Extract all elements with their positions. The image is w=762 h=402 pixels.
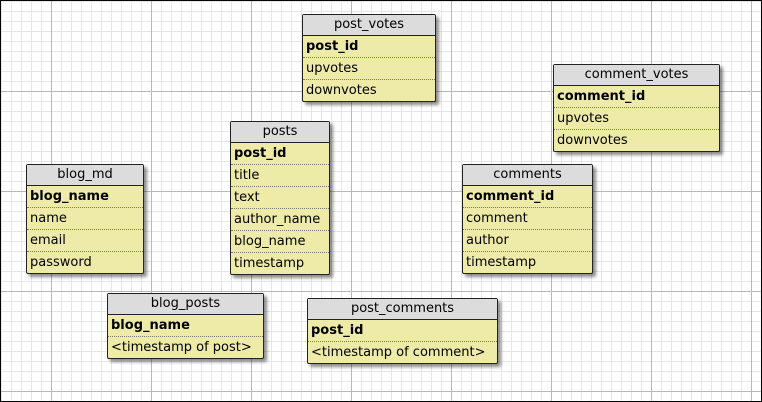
table-posts[interactable]: posts post_id title text author_name blo… xyxy=(230,121,330,275)
primary-key-field: blog_name xyxy=(108,315,263,337)
table-field: title xyxy=(231,165,329,187)
primary-key-field: comment_id xyxy=(463,186,592,208)
table-field: downvotes xyxy=(306,83,377,98)
table-post-comments[interactable]: post_comments post_id <timestamp of comm… xyxy=(307,298,498,364)
table-field: comment xyxy=(463,208,592,230)
table-blog-md[interactable]: blog_md blog_name name email password xyxy=(26,164,144,274)
table-field: downvotes xyxy=(557,133,628,148)
primary-key-field: post_id xyxy=(303,36,435,58)
table-title: comment_votes xyxy=(554,65,719,86)
table-field: password xyxy=(30,255,92,270)
table-title: blog_md xyxy=(27,165,143,186)
table-blog-posts[interactable]: blog_posts blog_name <timestamp of post> xyxy=(107,293,264,359)
table-title: post_votes xyxy=(303,15,435,36)
table-field: author_name xyxy=(231,209,329,231)
table-field: name xyxy=(27,208,143,230)
table-post-votes[interactable]: post_votes post_id upvotes downvotes xyxy=(302,14,436,102)
primary-key-field: comment_id xyxy=(554,86,719,108)
table-field: <timestamp of comment> xyxy=(311,345,486,360)
table-field: timestamp xyxy=(234,256,305,271)
table-title: posts xyxy=(231,122,329,143)
table-comment-votes[interactable]: comment_votes comment_id upvotes downvot… xyxy=(553,64,720,152)
table-field: timestamp xyxy=(466,255,537,270)
table-field: author xyxy=(463,230,592,252)
table-field: upvotes xyxy=(554,108,719,130)
table-field: email xyxy=(27,230,143,252)
table-title: post_comments xyxy=(308,299,497,320)
primary-key-field: blog_name xyxy=(27,186,143,208)
table-field: upvotes xyxy=(303,58,435,80)
table-field: blog_name xyxy=(231,231,329,253)
table-title: blog_posts xyxy=(108,294,263,315)
table-comments[interactable]: comments comment_id comment author times… xyxy=(462,164,593,274)
table-title: comments xyxy=(463,165,592,186)
table-field: <timestamp of post> xyxy=(111,340,252,355)
table-field: text xyxy=(231,187,329,209)
primary-key-field: post_id xyxy=(231,143,329,165)
primary-key-field: post_id xyxy=(308,320,497,342)
